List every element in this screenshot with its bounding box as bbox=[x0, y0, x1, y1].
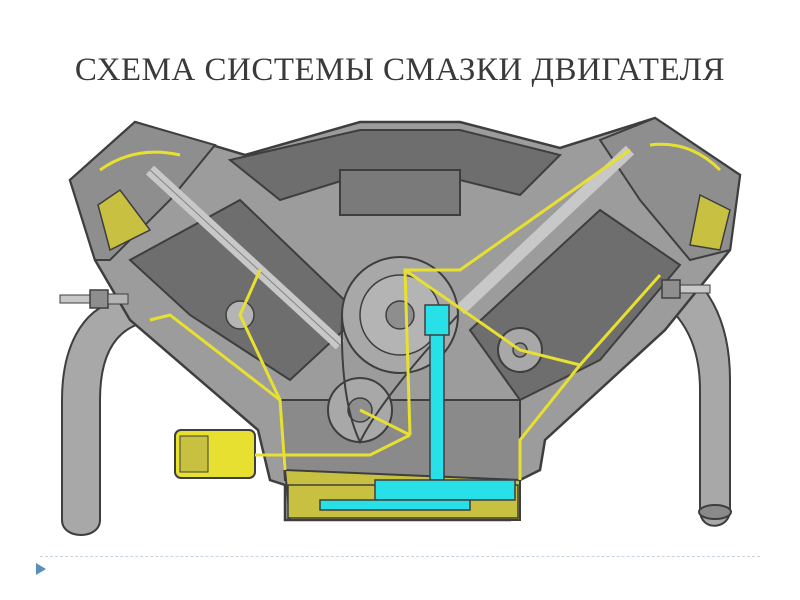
main-oil-gallery bbox=[255, 433, 411, 457]
right-rocker-oil bbox=[689, 193, 731, 251]
oil-pump-pickup bbox=[319, 499, 471, 511]
intake-plenum bbox=[339, 169, 461, 216]
engine-lubrication-diagram bbox=[59, 116, 742, 536]
left-oil-line bbox=[149, 313, 287, 471]
slide-title: СХЕМА СИСТЕМЫ СМАЗКИ ДВИГАТЕЛЯ bbox=[74, 52, 726, 88]
right-rocker-arm bbox=[649, 142, 722, 172]
timing-chain bbox=[340, 314, 459, 445]
right-spark-plug bbox=[661, 279, 711, 299]
cam-feed-line bbox=[403, 148, 631, 436]
left-lifter-line bbox=[238, 269, 282, 401]
right-oil-line bbox=[518, 274, 662, 480]
triangle-bullet-icon bbox=[36, 563, 46, 575]
intake-manifold bbox=[227, 129, 562, 202]
left-cylinder-bank bbox=[128, 198, 362, 382]
oil-pump-body bbox=[374, 479, 516, 501]
right-exhaust-outlet bbox=[698, 504, 732, 520]
right-pushrod bbox=[455, 145, 635, 315]
crank-feed-line bbox=[359, 408, 411, 437]
left-spark-plug bbox=[59, 289, 129, 309]
oil-pump-drive bbox=[424, 304, 450, 336]
slide-divider bbox=[40, 556, 760, 557]
left-rocker-oil bbox=[97, 188, 152, 252]
center-feed-line bbox=[404, 268, 581, 367]
oil-passages bbox=[149, 148, 662, 480]
left-exhaust-pipe bbox=[61, 298, 138, 536]
left-rocker-arm bbox=[99, 150, 181, 172]
